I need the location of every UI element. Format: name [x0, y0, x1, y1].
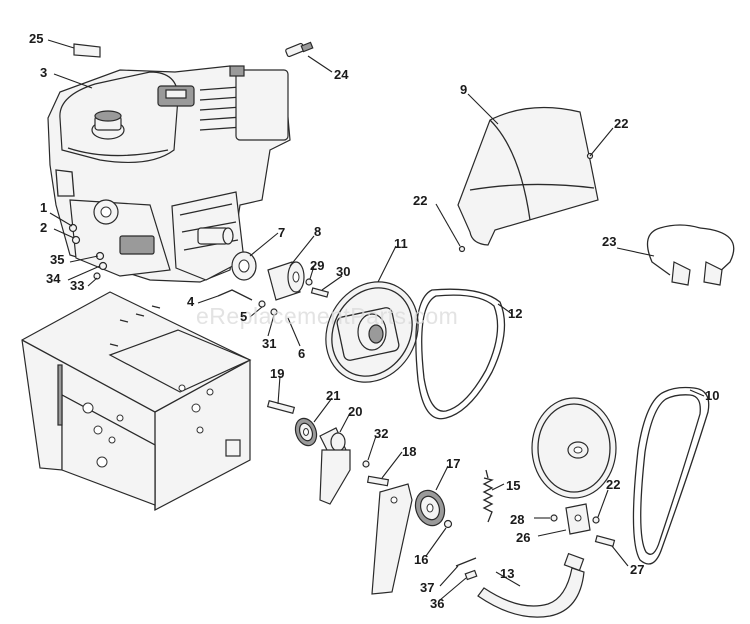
callout-labels: 25 3 24 9 22 22 22 23 1 2 35 34 33 7 8 1…: [29, 31, 719, 611]
large-drive-pulley: [531, 397, 617, 499]
callout-8: 8: [314, 224, 321, 239]
callout-26: 26: [516, 530, 530, 545]
callout-22-bracket: 22: [606, 477, 620, 492]
callout-20: 20: [348, 404, 362, 419]
engine: [47, 65, 291, 283]
callout-29: 29: [310, 258, 324, 273]
callout-1: 1: [40, 200, 47, 215]
part-12-belt: [415, 288, 506, 420]
part-36-clip: [464, 569, 478, 581]
callout-21: 21: [326, 388, 340, 403]
callout-17: 17: [446, 456, 460, 471]
callout-13: 13: [500, 566, 514, 581]
callout-36: 36: [430, 596, 444, 611]
callout-37: 37: [420, 580, 434, 595]
callout-6: 6: [298, 346, 305, 361]
part-13-brake-strap: [477, 567, 585, 618]
callout-34: 34: [46, 271, 61, 286]
callout-22-cover: 22: [614, 116, 628, 131]
part-25-plate: [73, 43, 101, 58]
bracket-26: [550, 503, 616, 547]
callout-31: 31: [262, 336, 276, 351]
part-11-auger-pulley: [325, 281, 419, 383]
callout-23: 23: [602, 234, 616, 249]
part-37-rod: [455, 557, 477, 567]
callout-7: 7: [278, 225, 285, 240]
leader-lines: [47, 39, 705, 601]
callout-35: 35: [50, 252, 64, 267]
callout-9: 9: [460, 82, 467, 97]
callout-19: 19: [270, 366, 284, 381]
part-10-belt: [632, 386, 710, 565]
callout-32: 32: [374, 426, 388, 441]
callout-2: 2: [40, 220, 47, 235]
callout-16: 16: [414, 552, 428, 567]
part-23-clips: [646, 224, 735, 286]
engine-pulley-parts: [231, 251, 329, 301]
callout-33: 33: [70, 278, 84, 293]
callout-18: 18: [402, 444, 416, 459]
part-9-belt-cover: [457, 106, 599, 253]
callout-5: 5: [240, 309, 247, 324]
callout-28: 28: [510, 512, 524, 527]
callout-3: 3: [40, 65, 47, 80]
callout-10: 10: [705, 388, 719, 403]
watermark-text: eReplacementParts.com: [196, 303, 458, 329]
callout-4: 4: [187, 294, 195, 309]
frame-housing: [21, 291, 252, 511]
callout-12: 12: [508, 306, 522, 321]
callout-27: 27: [630, 562, 644, 577]
callout-24: 24: [334, 67, 349, 82]
callout-30: 30: [336, 264, 350, 279]
callout-22-cover-lower: 22: [413, 193, 427, 208]
callout-25: 25: [29, 31, 43, 46]
part-4-rod: [217, 289, 253, 301]
callout-15: 15: [506, 478, 520, 493]
idler-assembly: [266, 400, 494, 595]
callout-11: 11: [394, 236, 408, 251]
part-24-spark-plug: [285, 41, 314, 58]
